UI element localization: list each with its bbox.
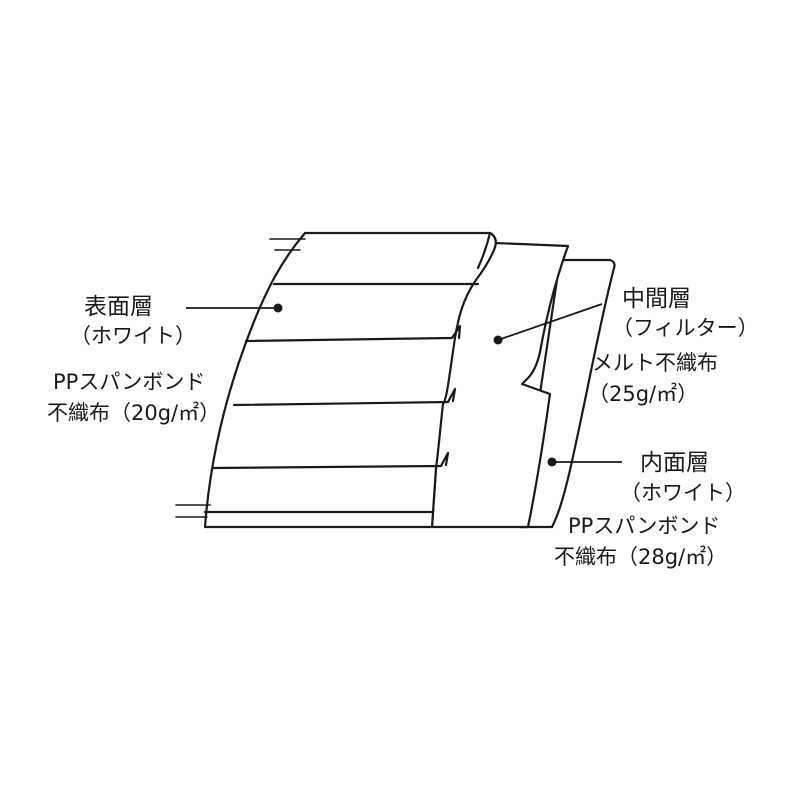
outer-layer-material-line1: PPスパンボンド: [53, 370, 205, 394]
pleat-line-2: [244, 336, 454, 343]
outer-layer-label-group: 表面層 （ホワイト） PPスパンボンド 不織布（20g/㎡）: [47, 294, 220, 425]
pleat-line-3: [232, 400, 450, 407]
middle-layer-sheet: [430, 241, 570, 529]
middle-layer-material-line1: メルト不織布: [592, 351, 718, 375]
inner-layer-material-line1: PPスパンボンド: [568, 514, 720, 538]
middle-layer-role-note: （フィルター）: [612, 316, 759, 340]
outer-layer-title: 表面層: [84, 294, 153, 320]
inner-layer-material-line2: 不織布（28g/㎡）: [554, 545, 727, 569]
outer-layer-material-line2: 不織布（20g/㎡）: [47, 401, 220, 425]
outer-layer-leader: [186, 303, 283, 313]
middle-layer-marker: [493, 335, 503, 345]
middle-layer-material-line2: （25g/㎡）: [588, 382, 698, 406]
pleat-line-4: [212, 464, 443, 470]
outer-layer-color-note: （ホワイト）: [70, 324, 196, 348]
inner-layer-color-note: （ホワイト）: [620, 481, 746, 505]
inner-layer-leader: [547, 457, 622, 467]
ear-loop-stubs: [175, 238, 306, 518]
inner-layer-marker: [547, 457, 557, 467]
outer-layer-marker: [273, 303, 283, 313]
inner-layer-sheet: [518, 258, 616, 529]
outer-layer-pleats: [203, 231, 492, 514]
inner-layer-label-group: 内面層 （ホワイト） PPスパンボンド 不織布（28g/㎡）: [554, 450, 746, 569]
middle-layer-label-group: 中間層 （フィルター） メルト不織布 （25g/㎡）: [588, 286, 759, 406]
inner-layer-title: 内面層: [640, 450, 709, 476]
middle-layer-title: 中間層: [622, 286, 691, 312]
middle-layer-leader: [493, 303, 603, 345]
